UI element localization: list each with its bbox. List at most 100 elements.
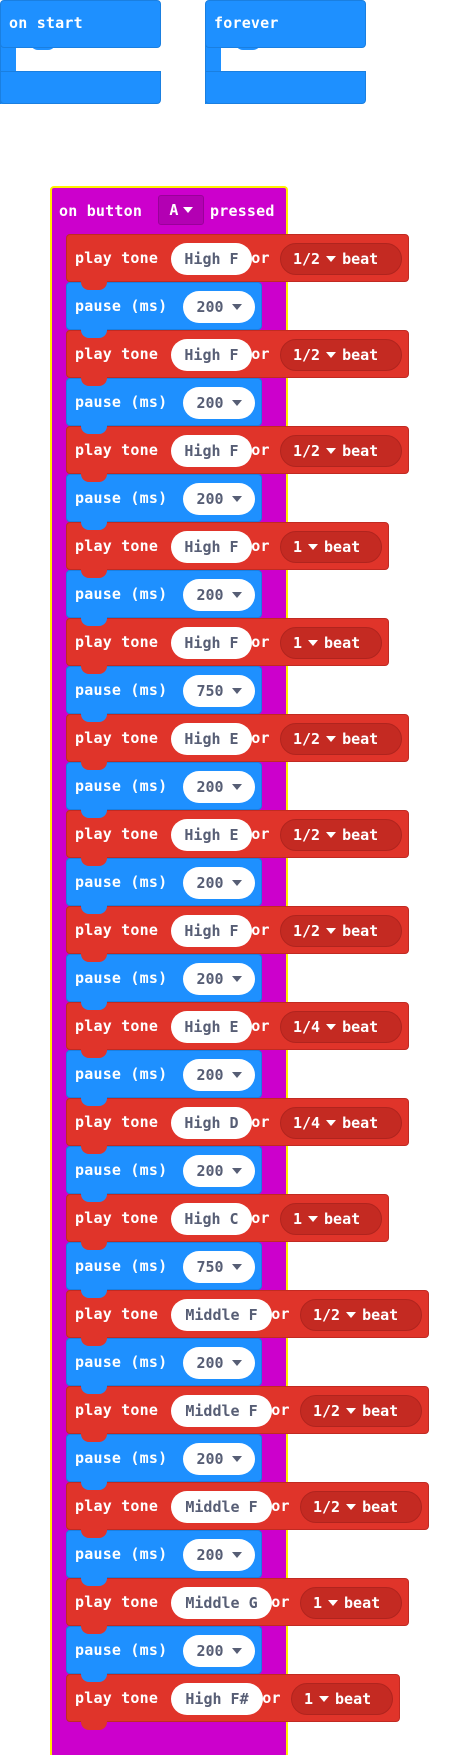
- for-label: for: [253, 1689, 281, 1707]
- pause-ms-dropdown[interactable]: 200: [183, 1059, 255, 1091]
- beat-unit-label: beat: [342, 442, 379, 460]
- pause-block[interactable]: pause (ms)200: [66, 762, 262, 818]
- note-value[interactable]: High F#: [171, 1683, 263, 1715]
- pause-block[interactable]: pause (ms)200: [66, 282, 262, 338]
- pause-block[interactable]: pause (ms)750: [66, 666, 262, 722]
- pause-block[interactable]: pause (ms)750: [66, 1242, 262, 1298]
- block-notch: [81, 857, 107, 866]
- pause-ms-dropdown[interactable]: 200: [183, 483, 255, 515]
- block-head[interactable]: forever: [205, 0, 366, 48]
- pause-ms-dropdown[interactable]: 200: [183, 771, 255, 803]
- pause-ms-dropdown[interactable]: 200: [183, 1635, 255, 1667]
- pause-ms-dropdown[interactable]: 200: [183, 291, 255, 323]
- note-value[interactable]: High E: [171, 819, 252, 851]
- note-value[interactable]: High D: [171, 1107, 252, 1139]
- beat-unit-label: beat: [362, 1402, 399, 1420]
- chevron-down-icon: [231, 880, 242, 886]
- pause-label: pause (ms): [75, 873, 168, 891]
- pause-ms-dropdown[interactable]: 750: [183, 1251, 255, 1283]
- pause-block[interactable]: pause (ms)200: [66, 1530, 262, 1586]
- pause-block[interactable]: pause (ms)200: [66, 1434, 262, 1490]
- pause-block[interactable]: pause (ms)200: [66, 1338, 262, 1394]
- pause-ms-value: 200: [196, 586, 224, 604]
- button-dropdown[interactable]: A: [158, 195, 204, 225]
- pause-ms-dropdown[interactable]: 200: [183, 1155, 255, 1187]
- pause-ms-dropdown[interactable]: 200: [183, 579, 255, 611]
- play-tone-label: play tone: [75, 729, 159, 747]
- note-value[interactable]: High F: [171, 531, 252, 563]
- pause-ms-dropdown[interactable]: 200: [183, 1539, 255, 1571]
- note-value[interactable]: Middle F: [171, 1395, 272, 1427]
- pause-ms-dropdown[interactable]: 200: [183, 963, 255, 995]
- on-start-block[interactable]: on start: [0, 0, 161, 104]
- note-value[interactable]: High E: [171, 1011, 252, 1043]
- pause-ms-dropdown[interactable]: 750: [183, 675, 255, 707]
- block-foot: [0, 71, 161, 104]
- note-value[interactable]: High C: [171, 1203, 252, 1235]
- for-label: for: [242, 441, 270, 459]
- pause-block[interactable]: pause (ms)200: [66, 954, 262, 1010]
- pause-label: pause (ms): [75, 1161, 168, 1179]
- chevron-down-icon: [231, 1072, 242, 1078]
- note-value[interactable]: Middle G: [171, 1587, 272, 1619]
- note-value[interactable]: High F: [171, 915, 252, 947]
- pause-block[interactable]: pause (ms)200: [66, 1626, 262, 1682]
- forever-block[interactable]: forever: [205, 0, 366, 104]
- beat-value: 1/2: [313, 1498, 341, 1516]
- note-value[interactable]: High F: [171, 243, 252, 275]
- block-head[interactable]: on start: [0, 0, 161, 48]
- note-value[interactable]: High E: [171, 723, 252, 755]
- pause-block[interactable]: pause (ms)200: [66, 378, 262, 434]
- pause-ms-dropdown[interactable]: 200: [183, 867, 255, 899]
- pause-block[interactable]: pause (ms) 200: [66, 1146, 262, 1202]
- note-value[interactable]: High F: [171, 339, 252, 371]
- pause-block[interactable]: pause (ms)200: [66, 1050, 262, 1106]
- note-value[interactable]: High F: [171, 627, 252, 659]
- note-value[interactable]: High F: [171, 435, 252, 467]
- pause-ms-dropdown[interactable]: 200: [183, 1347, 255, 1379]
- pause-ms-dropdown[interactable]: 200: [183, 1443, 255, 1475]
- pause-ms-value: 200: [196, 970, 224, 988]
- block-notch: [81, 1241, 107, 1250]
- pause-block[interactable]: pause (ms) 200: [66, 858, 262, 914]
- pause-ms-dropdown[interactable]: 200: [183, 387, 255, 419]
- pause-block[interactable]: pause (ms)200: [66, 474, 262, 530]
- note-value[interactable]: Middle F: [171, 1299, 272, 1331]
- note-value[interactable]: Middle F: [171, 1491, 272, 1523]
- pause-block[interactable]: pause (ms)200: [66, 570, 262, 626]
- pause-ms-value: 200: [196, 1354, 224, 1372]
- chevron-down-icon: [231, 1168, 242, 1174]
